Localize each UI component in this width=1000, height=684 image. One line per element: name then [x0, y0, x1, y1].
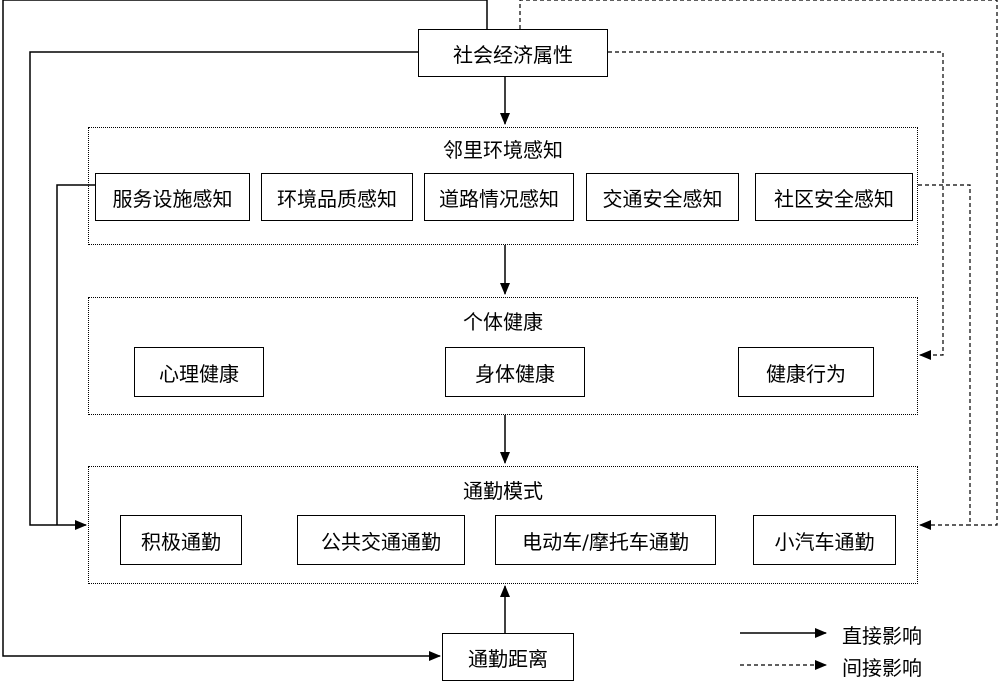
- legend-direct-label: 直接影响: [842, 624, 922, 648]
- traffic-safety-node: 交通安全感知: [586, 173, 739, 221]
- legend-indirect-label: 间接影响: [842, 656, 922, 680]
- physical-health-node: 身体健康: [445, 347, 585, 397]
- arrow-socio-to-distance: [2, 0, 488, 661]
- health-title: 个体健康: [463, 310, 543, 334]
- community-safety-node: 社区安全感知: [755, 173, 913, 221]
- arrow-socio-outer-indirect: [519, 0, 998, 526]
- car-commute-node: 小汽车通勤: [753, 515, 896, 565]
- socioeconomic-node: 社会经济属性: [418, 29, 608, 77]
- arrow-safety-to-commute: [918, 184, 971, 530]
- service-perception-node: 服务设施感知: [95, 173, 250, 221]
- arrow-service-to-commute: [56, 184, 95, 525]
- neighborhood-title: 邻里环境感知: [443, 138, 563, 162]
- environment-quality-node: 环境品质感知: [261, 173, 413, 221]
- road-condition-node: 道路情况感知: [424, 173, 574, 221]
- commute-title: 通勤模式: [463, 479, 543, 503]
- commute-distance-node: 通勤距离: [442, 633, 574, 681]
- neighborhood-group: 邻里环境感知: [88, 127, 918, 245]
- arrow-socio-to-health: [608, 51, 944, 360]
- arrow-socio-to-commute: [29, 51, 418, 530]
- health-group: 个体健康: [88, 297, 918, 415]
- ebike-motorcycle-commute-node: 电动车/摩托车通勤: [495, 515, 716, 565]
- health-behavior-node: 健康行为: [738, 347, 874, 397]
- mental-health-node: 心理健康: [134, 347, 264, 397]
- commute-group: 通勤模式: [88, 466, 918, 584]
- public-transit-commute-node: 公共交通通勤: [297, 515, 465, 565]
- active-commute-node: 积极通勤: [120, 515, 242, 565]
